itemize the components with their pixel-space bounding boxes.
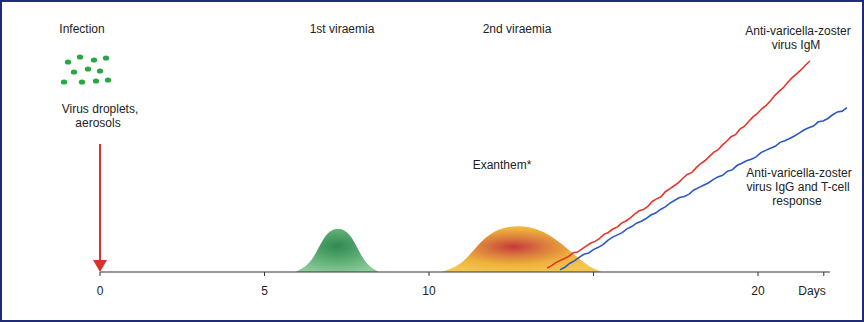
virus-droplet (79, 79, 85, 84)
virus-droplet (93, 78, 99, 83)
virus-droplet (77, 54, 83, 59)
virus-droplet (65, 59, 71, 64)
infection-arrowhead (93, 260, 107, 272)
label-text: Anti-varicella-zoster virus IgM (743, 24, 850, 52)
time-axis (100, 271, 830, 272)
virus-droplet (61, 79, 67, 84)
virus-droplet (91, 57, 97, 62)
label-text: Anti-varicella-zoster virus IgG and T-ce… (744, 166, 851, 208)
axis-tick (264, 272, 265, 276)
exanthem-label: Exanthem* (457, 158, 547, 172)
virus-droplet (85, 66, 91, 71)
axis-number: 10 (414, 284, 444, 298)
label-text: 20 (749, 284, 766, 298)
virus-droplet (105, 77, 111, 82)
axis-number: 5 (250, 284, 280, 298)
stage-label: Infection (42, 22, 122, 36)
axis-tick (823, 272, 824, 276)
axis-number: 20 (743, 284, 773, 298)
first-viraemia-peak (295, 229, 379, 272)
label-text: 1st viraemia (308, 22, 377, 36)
label-text: 10 (420, 284, 437, 298)
stage-label: 1st viraemia (292, 22, 392, 36)
label-text: 5 (259, 284, 270, 298)
virus-droplet (71, 69, 77, 74)
exanthem-peak (442, 226, 602, 272)
label-text: 2nd viraemia (481, 22, 554, 36)
label-text: Infection (57, 22, 106, 36)
virus-droplet (97, 68, 103, 73)
stage-label: 2nd viraemia (467, 22, 567, 36)
label-text: 0 (95, 284, 106, 298)
axis-tick (593, 272, 594, 276)
axis-tick (758, 272, 759, 276)
igm-curve (547, 61, 810, 268)
transmission-note: Virus droplets, aerosols (57, 102, 141, 130)
label-text: Days (796, 284, 827, 298)
label-text: Exanthem* (471, 158, 534, 172)
infection-arrow (99, 144, 101, 264)
axis-tick (429, 272, 430, 276)
axis-tick (100, 272, 101, 276)
virus-droplet (103, 55, 109, 60)
antibody-label: Anti-varicella-zoster virus IgM (735, 24, 859, 52)
axis-unit: Days (787, 284, 837, 298)
antibody-label: Anti-varicella-zoster virus IgG and T-ce… (736, 166, 860, 208)
label-text: Virus droplets, aerosols (60, 102, 138, 130)
axis-number: 0 (85, 284, 115, 298)
